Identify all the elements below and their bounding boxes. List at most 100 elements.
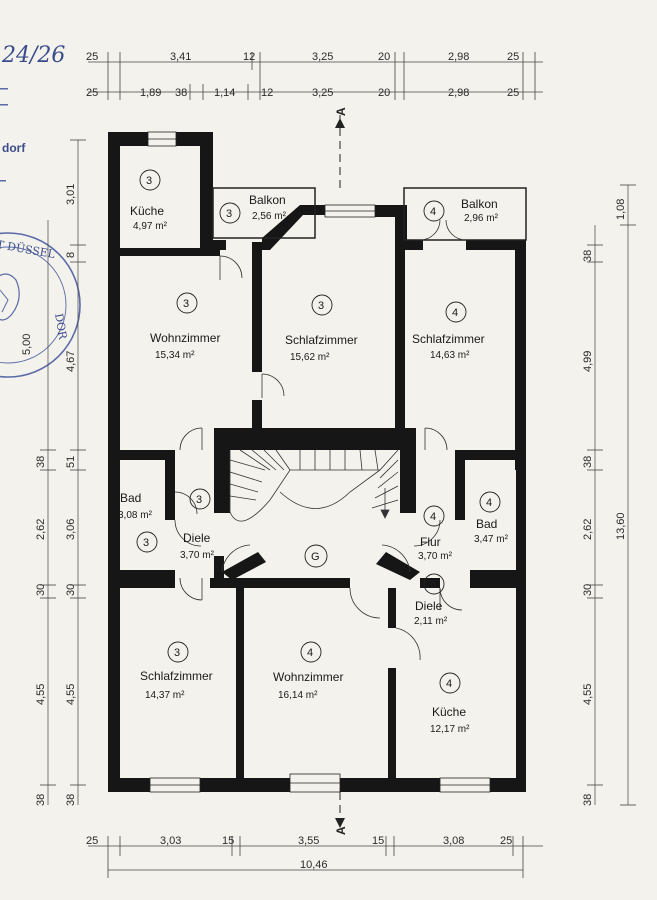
right-dim-6: 30: [582, 584, 594, 596]
bottom-dim-3: 15: [222, 835, 234, 847]
top-dim-7: 25: [507, 51, 519, 63]
right-dim-8: 38: [582, 794, 594, 806]
unit-number: 4: [452, 307, 458, 319]
right-dim-1: 1,08: [615, 199, 627, 220]
room-name: Diele: [415, 599, 443, 613]
right-dim-4: 38: [582, 456, 594, 468]
stair-label: G: [311, 551, 320, 563]
unit-number: 3: [174, 647, 180, 659]
left-dimensions: 3,01 8 4,67 51 3,06 30 4,55 38 5,00 38 2…: [21, 139, 86, 806]
top-dim2-8: 2,98: [448, 87, 469, 99]
top-dim-1: 25: [86, 51, 98, 63]
unit-number: 3: [196, 494, 202, 506]
room-kueche-3: 3 Küche 4,97 m²: [130, 169, 168, 232]
handwritten-number: 24/26: [1, 43, 65, 68]
left-inner-dim-6: 38: [35, 794, 47, 806]
unit-number: 3: [183, 298, 189, 310]
top-dim2-5: 12: [261, 87, 273, 99]
room-area: 16,14 m²: [278, 690, 318, 701]
unit-number: 3: [318, 300, 324, 312]
top-dim-2: 3,41: [170, 51, 191, 63]
doors: [174, 219, 467, 661]
unit-number: 4: [430, 511, 436, 523]
unit-number: 4: [486, 497, 492, 509]
room-balkon-4: 4 Balkon 2,96 m²: [423, 197, 499, 224]
staircase: [229, 449, 399, 522]
room-name: Schlafzimmer: [140, 669, 213, 683]
stair-marker: G: [304, 544, 328, 568]
unit-number: 4: [430, 579, 436, 591]
room-area: 2,96 m²: [464, 213, 499, 224]
room-bad-3: Bad 3,08 m² 3: [118, 491, 158, 553]
top-dim-5: 20: [378, 51, 390, 63]
bottom-dim-2: 3,03: [160, 835, 181, 847]
left-dim-1: 3,01: [65, 184, 77, 205]
unit-number: 3: [146, 175, 152, 187]
room-name: Balkon: [249, 193, 286, 207]
room-area: 3,70 m²: [180, 550, 215, 561]
room-wohnzimmer-3: 3 Wohnzimmer 15,34 m²: [150, 292, 220, 361]
section-label-top: A: [334, 107, 348, 116]
room-schlafzimmer-3-bottom: 3 Schlafzimmer 14,37 m²: [140, 641, 213, 701]
bottom-total: 10,46: [300, 859, 328, 871]
top-dim-6: 2,98: [448, 51, 469, 63]
left-dim-3: 4,67: [65, 351, 77, 372]
left-dim-2: 8: [65, 252, 77, 258]
room-kueche-4: 4 Küche 12,17 m²: [430, 672, 470, 735]
room-wohnzimmer-4: 4 Wohnzimmer 16,14 m²: [273, 641, 343, 701]
room-name: Bad: [476, 517, 497, 531]
left-inner-dim-4: 30: [35, 584, 47, 596]
stamp-text-right: DOR: [52, 312, 69, 341]
right-total: 13,60: [615, 512, 627, 540]
left-dim-4: 51: [65, 456, 77, 468]
room-area: 12,17 m²: [430, 724, 470, 735]
top-dim2-6: 3,25: [312, 87, 333, 99]
room-diele-3: 3 Diele 3,70 m²: [180, 488, 215, 561]
unit-number: 4: [430, 206, 436, 218]
left-inner-dim-1: 5,00: [21, 334, 33, 355]
top-dim2-7: 20: [378, 87, 390, 99]
rooms: 3 Küche 4,97 m² 3 Balkon 2,56 m² 4 Balko…: [118, 169, 509, 735]
bottom-dim-6: 3,08: [443, 835, 464, 847]
room-area: 2,56 m²: [252, 211, 287, 222]
unit-number: 4: [307, 647, 313, 659]
left-dim-8: 38: [65, 794, 77, 806]
left-inner-dim-2: 38: [35, 456, 47, 468]
walls: [108, 132, 526, 792]
right-dim-3: 4,99: [582, 351, 594, 372]
windows: [147, 131, 491, 793]
right-dimensions: 1,08 38 4,99 38 2,62 30 4,55 38 13,60: [582, 184, 636, 806]
room-name: Diele: [183, 531, 211, 545]
top-dimensions: 25 3,41 12 3,25 20 2,98 25 25 1,89 38 1,…: [86, 51, 543, 100]
top-dim-3: 12: [243, 51, 255, 63]
room-area: 14,63 m²: [430, 350, 470, 361]
top-dim-4: 3,25: [312, 51, 333, 63]
section-label-bottom: A: [334, 826, 348, 835]
room-area: 15,62 m²: [290, 352, 330, 363]
unit-number: 3: [143, 537, 149, 549]
right-dim-5: 2,62: [582, 519, 594, 540]
unit-number: 3: [226, 208, 232, 220]
top-dim2-1: 25: [86, 87, 98, 99]
room-name: Wohnzimmer: [150, 331, 220, 345]
room-area: 15,34 m²: [155, 350, 195, 361]
top-dim2-3: 38: [175, 87, 187, 99]
room-name: Flur: [420, 535, 441, 549]
room-area: 14,37 m²: [145, 690, 185, 701]
unit-number: 4: [446, 678, 452, 690]
room-schlafzimmer-3-top: 3 Schlafzimmer 15,62 m²: [285, 294, 358, 363]
room-area: 3,47 m²: [474, 534, 509, 545]
left-dim-5: 3,06: [65, 519, 77, 540]
room-bad-4: 4 Bad 3,47 m²: [474, 491, 509, 545]
section-marker-bottom: A: [334, 792, 348, 835]
room-diele-4: 4 Diele 2,11 m²: [414, 573, 448, 627]
bottom-dimensions: 25 3,03 15 3,55 15 3,08 25 10,46: [86, 835, 543, 878]
room-name: Wohnzimmer: [273, 670, 343, 684]
bottom-dim-7: 25: [500, 835, 512, 847]
left-dim-6: 30: [65, 584, 77, 596]
corner-text: dorf: [2, 141, 26, 155]
room-name: Bad: [120, 491, 141, 505]
room-name: Küche: [130, 204, 164, 218]
room-area: 3,08 m²: [118, 510, 153, 521]
